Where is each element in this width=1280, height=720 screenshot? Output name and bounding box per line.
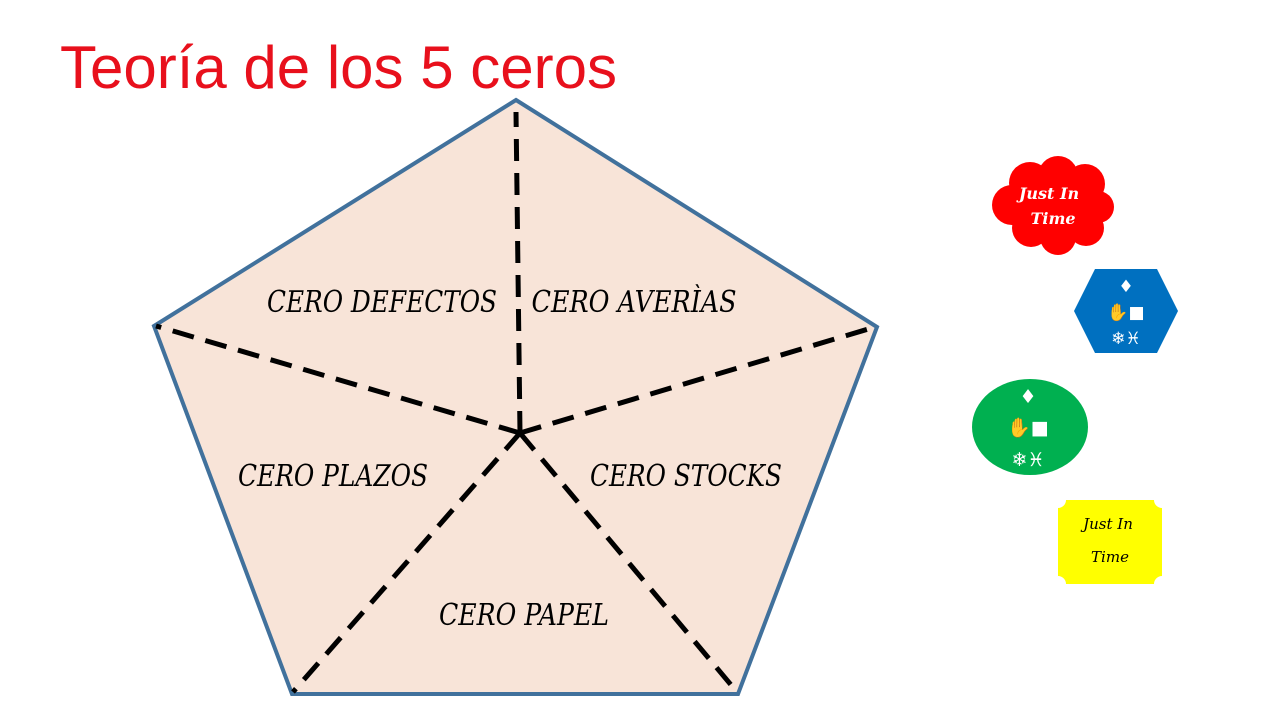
divider-left xyxy=(155,323,521,436)
hexagon-badge: ♦ ✋■ ❄♓ xyxy=(1074,269,1178,353)
ellipse-glyph-row2: ✋■ xyxy=(1007,416,1049,439)
ellipse-shape xyxy=(972,379,1088,475)
ellipse-glyph-row1: ♦ xyxy=(1019,386,1036,408)
divider-bottom-right xyxy=(518,431,739,694)
plaque-text-line1: Just In xyxy=(1080,515,1133,533)
plaque-text-line2: Time xyxy=(1091,548,1129,566)
ellipse-glyph-row3: ❄♓ xyxy=(1012,449,1045,471)
zone-label-cero-papel: CERO PAPEL xyxy=(439,598,609,633)
ellipse-badge: ♦ ✋■ ❄♓ xyxy=(972,379,1088,475)
pentagon-shape xyxy=(151,97,880,696)
cloud-text-line2: Time xyxy=(1030,209,1075,228)
plaque-shape xyxy=(1058,500,1162,584)
zone-label-cero-averias: CERO AVERÌAS xyxy=(532,284,737,320)
hexagon-glyph-row3: ❄♓ xyxy=(1111,329,1140,349)
page-title: Teoría de los 5 ceros xyxy=(60,34,617,101)
cloud-text-line1: Just In xyxy=(1016,184,1079,203)
hexagon-shape xyxy=(1074,269,1178,353)
zone-label-cero-stocks: CERO STOCKS xyxy=(590,459,782,494)
zone-label-cero-plazos: CERO PLAZOS xyxy=(238,459,428,494)
hexagon-glyph-row1: ♦ xyxy=(1118,277,1133,297)
cloud-badge: Just In Time xyxy=(992,156,1114,255)
divider-right xyxy=(519,324,876,436)
dashed-dividers xyxy=(155,111,876,694)
hexagon-glyph-row2: ✋■ xyxy=(1107,302,1144,323)
zone-label-cero-defectos: CERO DEFECTOS xyxy=(267,285,497,320)
plaque-badge: Just In Time xyxy=(1058,500,1162,584)
cloud-shape xyxy=(992,156,1114,255)
divider-bottom-left xyxy=(291,431,522,694)
divider-top xyxy=(513,111,523,434)
